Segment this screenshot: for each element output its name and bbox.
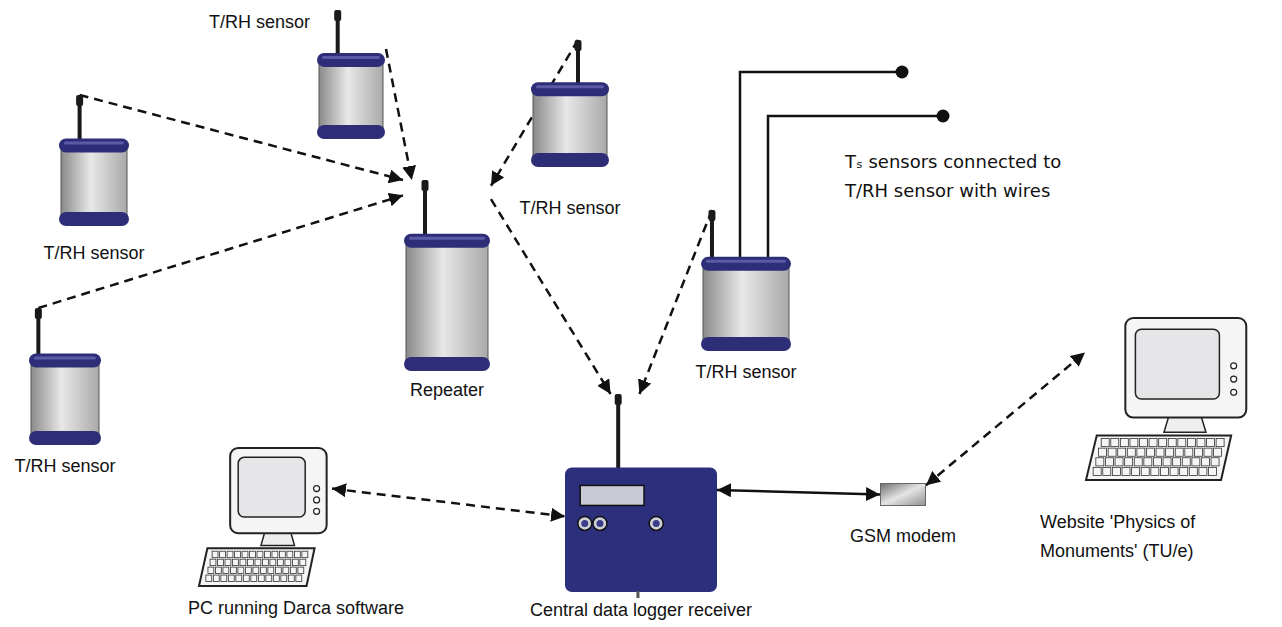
screen xyxy=(238,457,305,517)
bottom-cap xyxy=(701,337,791,351)
device-label: PC running Darca software xyxy=(188,598,404,619)
device-label: GSM modem xyxy=(850,526,956,547)
monitor-knob xyxy=(1231,363,1237,369)
wireless-link xyxy=(38,195,403,308)
antenna-tip xyxy=(575,40,582,51)
sensor-node: T/RH sensor xyxy=(700,210,792,352)
modem-icon xyxy=(880,483,926,506)
cap-highlight xyxy=(536,85,604,88)
button xyxy=(578,516,592,530)
keyboard-keys xyxy=(206,551,308,581)
pc-icon xyxy=(1085,316,1253,482)
monitor xyxy=(230,448,326,533)
top-cap xyxy=(317,53,385,67)
sensor-body xyxy=(703,259,789,350)
sensor-node: T/RH sensor xyxy=(316,10,386,140)
logger-node: Central data logger receiver xyxy=(565,394,717,598)
computer-node: PC running Darca software xyxy=(198,446,332,588)
sensor-body xyxy=(31,356,99,444)
stand xyxy=(636,591,639,598)
sensor-icon xyxy=(700,210,792,352)
bottom-cap xyxy=(59,212,129,226)
antenna-tip xyxy=(708,210,715,221)
button-center xyxy=(596,520,603,527)
repeater-node: Repeater xyxy=(403,180,491,372)
top-cap xyxy=(59,139,129,153)
monitor xyxy=(1125,318,1246,418)
wireless-link xyxy=(491,199,611,394)
bottom-cap xyxy=(317,125,385,139)
modem-body xyxy=(881,484,926,506)
keyboard xyxy=(1086,436,1231,480)
monitor-knob xyxy=(314,486,320,492)
antenna xyxy=(710,216,714,263)
logger-icon xyxy=(565,394,717,598)
antenna-tip xyxy=(422,180,429,191)
antenna-tip xyxy=(76,95,83,106)
bottom-cap xyxy=(531,153,609,167)
device-label: T/RH sensor xyxy=(43,243,144,264)
cap-highlight xyxy=(64,142,124,145)
antenna xyxy=(336,16,340,59)
sensor-body xyxy=(406,236,488,370)
monitor-knob xyxy=(1231,376,1237,382)
monitor-knob xyxy=(1231,389,1237,395)
button xyxy=(649,516,663,530)
wireless-link xyxy=(332,489,565,517)
bottom-cap xyxy=(404,357,490,371)
repeater-icon xyxy=(403,180,491,372)
button xyxy=(593,516,607,530)
display-screen xyxy=(580,485,644,505)
device-label: T/RH sensor xyxy=(14,456,115,477)
surface-sensor-dot xyxy=(896,66,909,79)
device-label: Website 'Physics of Monuments' (TU/e) xyxy=(1040,508,1255,566)
antenna-tip xyxy=(334,10,341,21)
sensor-node: T/RH sensor xyxy=(28,308,102,446)
sensor-node: T/RH sensor xyxy=(58,95,130,227)
cable-link xyxy=(717,490,880,495)
monitor-knob xyxy=(314,508,320,514)
button-center xyxy=(653,520,660,527)
antenna xyxy=(576,46,580,88)
wireless-link xyxy=(386,49,412,180)
antenna xyxy=(616,400,620,473)
wire-note: Tₛ sensors connected to T/RH sensor with… xyxy=(845,148,1080,206)
device-label: T/RH sensor xyxy=(519,198,620,219)
sensor-icon xyxy=(58,95,130,227)
antenna xyxy=(423,186,427,240)
cap-highlight xyxy=(322,56,380,59)
sensor-icon xyxy=(530,40,610,168)
pc-icon xyxy=(198,446,332,588)
keyboard xyxy=(199,548,315,586)
top-cap xyxy=(404,234,490,248)
antenna-tip xyxy=(615,394,622,405)
modem-node: GSM modem xyxy=(880,483,926,506)
bottom-cap xyxy=(29,431,101,445)
screen xyxy=(1135,329,1219,399)
wireless-link xyxy=(926,353,1085,486)
antenna xyxy=(78,101,82,145)
top-cap xyxy=(29,354,101,368)
top-cap xyxy=(701,257,791,271)
top-cap xyxy=(531,82,609,96)
sensor-icon xyxy=(28,308,102,446)
antenna-tip xyxy=(35,308,42,319)
device-label: Repeater xyxy=(410,380,484,401)
monitor-knob xyxy=(314,497,320,503)
device-label: Central data logger receiver xyxy=(530,600,752,621)
antenna xyxy=(36,314,40,360)
cap-highlight xyxy=(706,260,786,263)
surface-sensor-dot xyxy=(937,110,950,123)
sensor-node: T/RH sensor xyxy=(530,40,610,168)
computer-node: Website 'Physics of Monuments' (TU/e) xyxy=(1085,316,1253,482)
cap-highlight xyxy=(34,357,96,360)
sensor-icon xyxy=(316,10,386,140)
device-label: T/RH sensor xyxy=(209,12,310,33)
cap-highlight xyxy=(409,237,485,240)
device-label: T/RH sensor xyxy=(695,362,796,383)
logger-housing xyxy=(565,467,717,592)
button-center xyxy=(581,520,588,527)
keyboard-keys xyxy=(1093,439,1224,476)
